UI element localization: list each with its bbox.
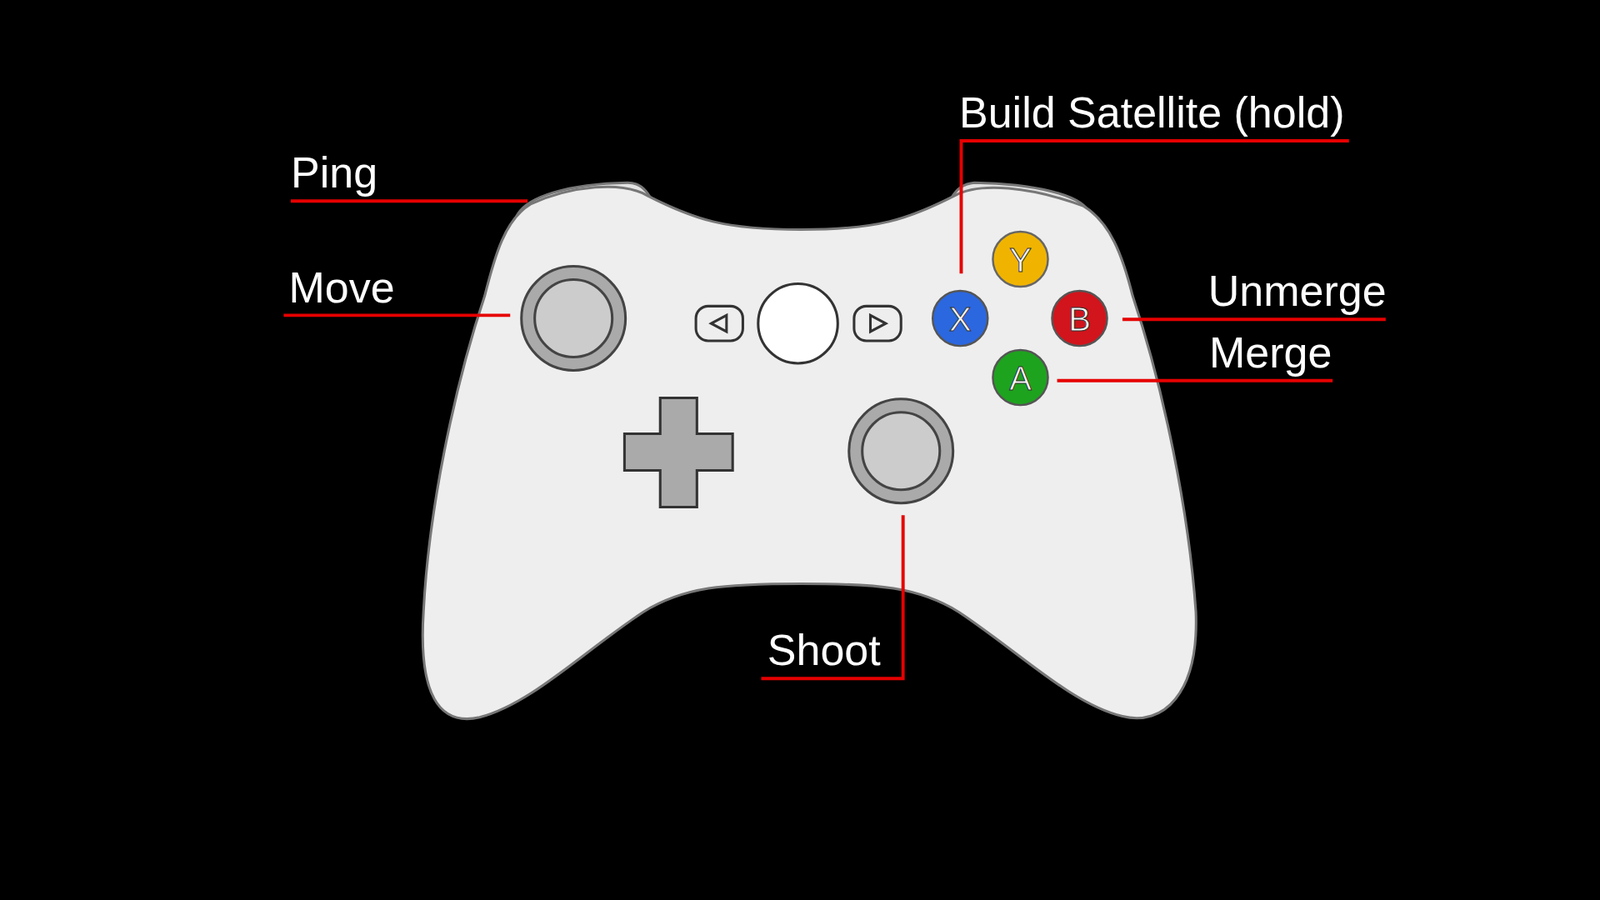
start-button <box>854 305 901 341</box>
controller-body <box>422 186 1196 719</box>
control-label: Shoot <box>767 625 881 676</box>
control-label: Move <box>289 263 395 314</box>
guide-button <box>758 283 839 364</box>
d-pad <box>624 398 733 508</box>
back-button <box>695 305 743 341</box>
button-letter: A <box>992 350 1048 406</box>
a-button <box>992 350 1048 405</box>
right-stick <box>849 399 954 504</box>
control-label: Unmerge <box>1208 266 1387 317</box>
control-label: Ping <box>290 148 378 199</box>
control-label: Merge <box>1209 328 1332 379</box>
leader-lines <box>283 140 1385 679</box>
y-button <box>992 231 1048 287</box>
left-stick <box>521 266 626 371</box>
button-letter: B <box>1051 291 1107 347</box>
b-button <box>1051 290 1107 346</box>
control-label: Build Satellite (hold) <box>959 88 1345 139</box>
button-letter: Y <box>992 232 1048 288</box>
button-letter: X <box>932 291 988 347</box>
x-button <box>932 290 988 346</box>
